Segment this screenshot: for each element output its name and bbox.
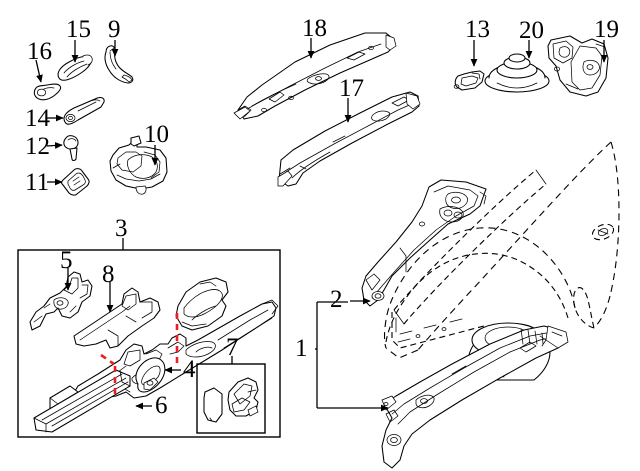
part-13-bracket — [453, 70, 485, 91]
callout-8[interactable]: 8 — [102, 261, 115, 288]
leader-16 — [35, 59, 43, 83]
callout-4[interactable]: 4 — [183, 356, 196, 383]
section-cut-a — [100, 353, 117, 394]
leader-1 — [315, 301, 389, 412]
callout-20[interactable]: 20 — [519, 17, 544, 44]
part-10-mount — [109, 135, 168, 195]
callout-13[interactable]: 13 — [465, 16, 490, 43]
part-14-strap — [63, 97, 105, 125]
part-scoop-upper-right — [175, 277, 229, 331]
part-17-rail — [277, 91, 421, 187]
callout-12[interactable]: 12 — [25, 133, 50, 160]
group-box-3 — [17, 249, 281, 438]
leader-12 — [46, 142, 63, 149]
part-18-rail — [233, 32, 397, 120]
callout-14[interactable]: 14 — [25, 105, 50, 132]
callout-16[interactable]: 16 — [27, 38, 52, 65]
callout-17[interactable]: 17 — [339, 75, 364, 102]
part-1-rail-assembly — [381, 322, 569, 469]
callout-6[interactable]: 6 — [155, 392, 168, 419]
callout-1[interactable]: 1 — [295, 335, 308, 362]
callout-3[interactable]: 3 — [115, 215, 128, 242]
part-2-apron-upper — [361, 179, 487, 307]
part-16-clip — [33, 83, 62, 101]
part-7-insulator — [203, 387, 223, 423]
part-19-bracket — [547, 35, 609, 97]
part-20-grommet — [484, 53, 550, 93]
callout-9[interactable]: 9 — [108, 16, 121, 43]
callout-2[interactable]: 2 — [330, 286, 343, 313]
part-11-clip — [60, 168, 90, 196]
part-8-bracket — [73, 287, 161, 349]
callout-19[interactable]: 19 — [594, 16, 619, 43]
part-4-bracket — [135, 357, 166, 393]
callout-7[interactable]: 7 — [226, 334, 239, 361]
callout-5[interactable]: 5 — [60, 247, 73, 274]
callout-15[interactable]: 15 — [66, 16, 91, 43]
callout-11[interactable]: 11 — [25, 169, 50, 196]
callout-10[interactable]: 10 — [144, 121, 169, 148]
part-12-bolt — [63, 135, 79, 162]
callout-18[interactable]: 18 — [302, 15, 327, 42]
part-7-clip — [227, 377, 259, 417]
group-box-7 — [196, 363, 266, 434]
part-9-hook-bracket — [104, 45, 134, 84]
fender-outline-dashed — [383, 141, 620, 359]
part-5-bracket — [29, 271, 93, 331]
apron-inner-dashed-panel — [391, 169, 547, 349]
part-15-clip — [57, 54, 93, 81]
